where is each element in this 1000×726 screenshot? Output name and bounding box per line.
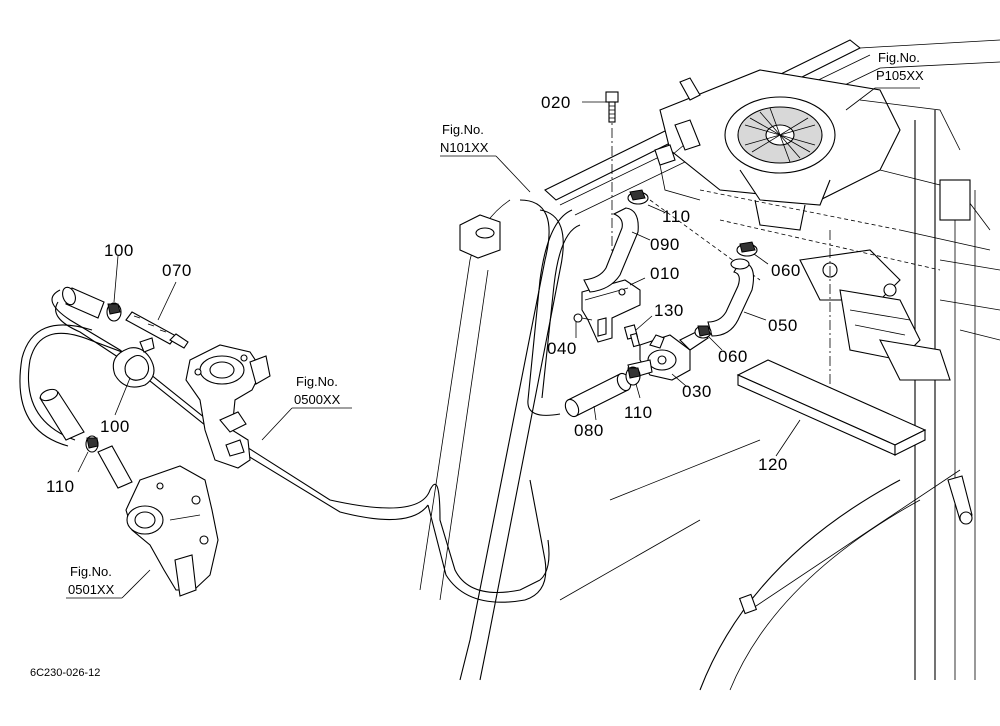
clamp-060-lower (694, 325, 712, 339)
label-070: 070 (162, 261, 192, 280)
label-110-left-lower: 110 (46, 477, 75, 496)
label-060-lower: 060 (718, 347, 748, 366)
bolt-020 (605, 91, 619, 123)
pipe-connector-lower (97, 445, 133, 489)
fig-ref-n101xx: Fig.No. N101XX (440, 122, 489, 155)
clamp-060-upper (736, 241, 758, 257)
fig-ref-0500xx-line2: 0500XX (294, 392, 341, 407)
label-120: 120 (758, 455, 788, 474)
hose-050 (707, 258, 755, 337)
fig-ref-n101xx-line2: N101XX (440, 140, 489, 155)
leader-lines (66, 87, 920, 599)
return-hose (19, 324, 131, 447)
clamp-110-left-lower (85, 435, 99, 453)
fig-ref-0501xx-line1: Fig.No. (70, 564, 112, 579)
label-110-upper: 110 (662, 207, 691, 226)
label-090: 090 (650, 235, 680, 254)
fig-ref-p105xx: Fig.No. P105XX (876, 50, 924, 83)
fig-ref-n101xx-line1: Fig.No. (442, 122, 484, 137)
label-100: 100 (100, 417, 130, 436)
document-id: 6C230-026-12 (30, 667, 100, 679)
water-pump (125, 465, 219, 597)
label-050: 050 (768, 316, 798, 335)
heater-hose-long (51, 209, 581, 603)
hose-segment-lower-left (39, 388, 85, 441)
clamp-110-upper (627, 189, 649, 205)
clamp-110-left-upper (106, 302, 122, 322)
fig-ref-0500xx-line1: Fig.No. (296, 374, 338, 389)
label-020: 020 (541, 93, 571, 112)
bracket-010 (581, 279, 641, 343)
label-080: 080 (574, 421, 604, 440)
fig-ref-p105xx-line2: P105XX (876, 68, 924, 83)
fig-ref-0500xx: Fig.No. 0500XX (294, 374, 341, 407)
clamp-100 (112, 337, 155, 388)
fig-ref-p105xx-line1: Fig.No. (878, 50, 920, 65)
label-040: 040 (547, 339, 577, 358)
label-110-left-upper: 100 (104, 241, 134, 260)
fig-ref-0501xx-line2: 0501XX (68, 582, 115, 597)
label-060-upper: 060 (771, 261, 801, 280)
label-130: 130 (654, 301, 684, 320)
blower-assembly (649, 69, 1000, 381)
clamp-110-middle (625, 366, 641, 386)
hose-080 (564, 372, 632, 418)
hose-090 (583, 207, 639, 293)
hose-segment-left (62, 286, 105, 319)
label-110-middle: 110 (624, 403, 653, 422)
screw-040 (573, 313, 593, 323)
label-030: 030 (682, 382, 712, 401)
label-010: 010 (650, 264, 680, 283)
clip-130 (623, 324, 641, 348)
pipe-070 (125, 311, 189, 349)
panel-120 (736, 359, 927, 456)
thermostat-housing (185, 344, 271, 469)
fig-ref-0501xx: Fig.No. 0501XX (68, 564, 115, 597)
cab-frame (419, 39, 1000, 691)
